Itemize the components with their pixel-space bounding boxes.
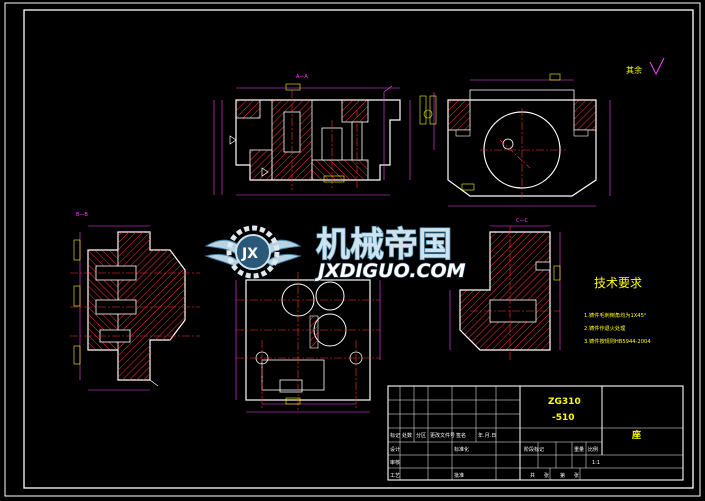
tech-req-item-1: 1.铸件毛刺倒角均为1X45°	[584, 311, 647, 319]
header-change-doc: 更改文件号	[430, 432, 455, 439]
sheet-total-prefix: 共	[530, 472, 535, 479]
view-section-bb: B—B	[70, 212, 200, 391]
role-approve: 批准	[454, 472, 464, 479]
weight-header: 重量	[574, 446, 584, 453]
roughness-note: 其余	[626, 57, 665, 76]
sheet-frame	[4, 2, 701, 497]
roughness-symbol-icon	[649, 57, 665, 76]
watermark-logo-text: JX	[241, 246, 258, 262]
drawing-code: -510	[552, 413, 575, 423]
section-label-cc: C—C	[516, 218, 528, 224]
technical-requirements: 技术要求 1.铸件毛刺倒角均为1X45° 2.铸件作退火处理 3.铸件按规则HB…	[584, 276, 651, 345]
section-label-bb: B—B	[76, 212, 88, 218]
role-review: 审核	[390, 459, 400, 466]
role-standard: 标准化	[454, 446, 469, 453]
view-section-cc: C—C	[449, 218, 561, 360]
watermark: JX 机械帝国 JXDIGUO.COM	[204, 224, 466, 283]
header-sign: 签名	[456, 432, 466, 439]
title-block: ZG310 -510 座 1:1 标记 处数 分区 更改文件号 签名 年.月.日…	[387, 385, 684, 481]
header-date: 年.月.日	[478, 432, 496, 439]
view-plan	[235, 272, 381, 413]
header-count: 处数	[402, 432, 412, 439]
role-design: 设计	[390, 446, 400, 453]
sheet-index-suffix: 张	[574, 472, 579, 479]
stage-header: 阶段标记	[524, 446, 544, 453]
scale-value: 1:1	[592, 460, 600, 466]
part-name: 座	[631, 429, 641, 441]
drawing-number: ZG310	[548, 397, 581, 407]
header-zone: 分区	[416, 432, 426, 439]
tech-req-title: 技术要求	[594, 276, 642, 290]
role-process: 工艺	[390, 473, 400, 479]
sheet-total-suffix: 张	[544, 472, 549, 479]
watermark-cn: 机械帝国	[316, 225, 452, 265]
watermark-logo-icon: JX	[204, 225, 302, 279]
section-label-aa: A—A	[296, 74, 308, 80]
watermark-en: JXDIGUO.COM	[314, 260, 466, 282]
datum-circle-icon	[423, 109, 433, 119]
tech-req-item-2: 2.铸件作退火处理	[584, 324, 626, 332]
header-mark: 标记	[390, 432, 400, 439]
sheet-index-prefix: 第	[560, 472, 565, 479]
roughness-text: 其余	[626, 65, 642, 75]
scale-header: 比例	[588, 446, 598, 453]
view-section-aa: A—A	[213, 74, 411, 196]
view-side	[419, 73, 611, 207]
tech-req-item-3: 3.铸件按规则HB5944-2004	[584, 337, 651, 345]
